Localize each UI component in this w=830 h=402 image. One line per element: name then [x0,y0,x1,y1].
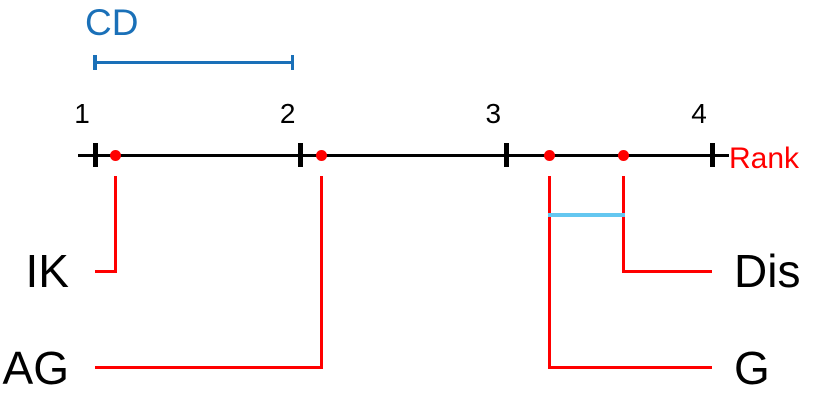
axis-tick [503,143,509,167]
clique-line [548,212,626,217]
axis-tick-label: 1 [74,98,90,129]
connector-horizontal-g [548,366,713,369]
rank-axis-line [78,153,729,157]
method-label-g: G [734,341,770,394]
method-label-ik: IK [25,245,69,297]
cd-interval-line [93,60,295,64]
axis-tick-label: 3 [485,98,502,129]
axis-tick [709,143,715,167]
axis-tick-label: 2 [279,98,296,129]
cd-interval-cap-left [93,55,97,70]
connector-vertical-ik [114,176,118,273]
rank-dot-g [544,149,556,161]
rank-dot-ag [315,149,327,161]
axis-tick-label: 4 [691,98,707,129]
connector-horizontal-ag [95,366,323,369]
connector-vertical-ag [319,176,323,369]
connector-horizontal-dis [622,269,713,273]
axis-tick [298,143,304,167]
connector-horizontal-ik [95,269,118,273]
axis-label-rank: Rank [729,142,800,175]
connector-vertical-dis [622,176,626,273]
axis-tick [92,143,98,167]
cd-label: CD [85,2,139,43]
rank-dot-ik [110,149,122,161]
method-label-dis: Dis [734,245,801,297]
cd-interval-cap-right [290,55,295,70]
rank-dot-dis [618,149,630,161]
connector-vertical-g [548,176,552,369]
method-label-ag: AG [2,341,69,394]
